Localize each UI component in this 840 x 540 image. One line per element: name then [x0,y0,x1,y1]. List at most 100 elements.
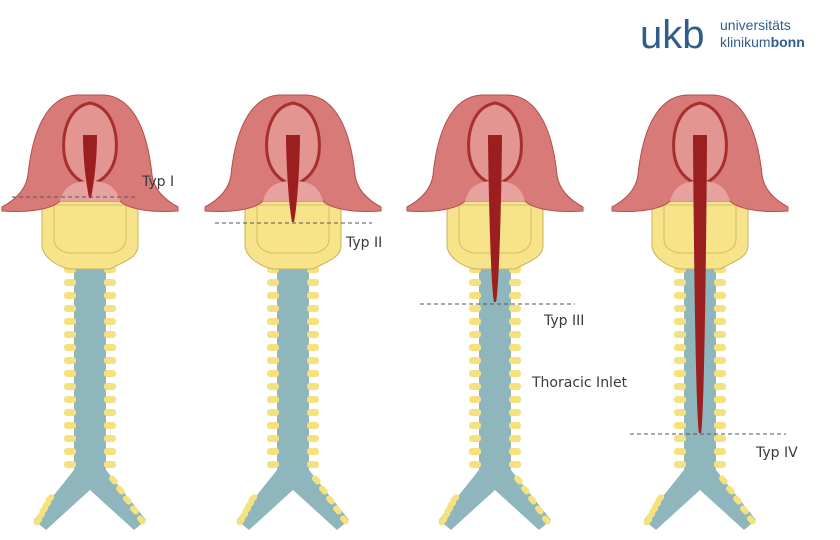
tracheal-ring [469,279,481,286]
tracheal-ring [267,305,279,312]
tracheal-ring [469,344,481,351]
tracheal-ring [64,331,76,338]
tracheal-ring [267,435,279,442]
tracheal-ring [674,370,686,377]
tracheal-ring [307,318,319,325]
tracheal-ring [64,370,76,377]
tracheal-ring [509,318,521,325]
tracheal-ring [104,396,116,403]
tracheal-ring [714,422,726,429]
tracheal-ring [267,292,279,299]
tracheal-ring [104,305,116,312]
logo-line2-bold: bonn [771,34,805,50]
tracheal-ring [307,357,319,364]
tracheal-ring [714,448,726,455]
tracheal-ring [714,409,726,416]
tracheal-ring [714,318,726,325]
tracheal-ring [104,422,116,429]
tracheal-ring [674,448,686,455]
tracheal-ring [64,305,76,312]
tracheal-ring [674,461,686,468]
label-typ-2: Typ II [345,235,382,251]
tracheal-ring [64,383,76,390]
tracheal-ring [674,292,686,299]
tracheal-ring [64,461,76,468]
tracheal-ring [267,318,279,325]
tracheal-ring [674,344,686,351]
tracheal-ring [509,305,521,312]
tracheal-ring [267,383,279,390]
tracheal-ring [64,396,76,403]
tracheal-ring [267,344,279,351]
tracheal-ring [307,383,319,390]
tracheal-ring [307,461,319,468]
tracheal-ring [469,318,481,325]
tracheal-ring [104,383,116,390]
tracheal-ring [674,331,686,338]
tracheal-ring [469,305,481,312]
tracheal-ring [104,461,116,468]
label-typ-4: Typ IV [755,445,798,461]
tracheal-ring [469,435,481,442]
logo-line2: klinikumbonn [720,34,805,50]
tracheal-ring [104,344,116,351]
tracheal-ring [267,448,279,455]
tracheal-ring [714,370,726,377]
tracheal-ring [509,344,521,351]
tracheal-ring [469,461,481,468]
tracheal-ring [674,318,686,325]
tracheal-ring [509,448,521,455]
tracheal-ring [104,279,116,286]
tracheal-ring [104,292,116,299]
logo-mark: ukb [640,13,705,57]
tracheal-ring [307,370,319,377]
tracheal-ring [267,461,279,468]
tracheal-ring [469,292,481,299]
tracheal-ring [714,357,726,364]
label-thoracic-inlet: Thoracic Inlet [531,375,628,391]
tracheal-ring [469,422,481,429]
tracheal-ring [714,292,726,299]
tracheal-ring [267,357,279,364]
airway-figure-2 [205,95,381,530]
tracheal-ring [674,435,686,442]
tracheal-ring [267,279,279,286]
tracheal-ring [267,409,279,416]
tracheal-ring [714,344,726,351]
tracheal-ring [104,357,116,364]
tracheal-ring [104,318,116,325]
tracheal-ring [714,305,726,312]
tracheal-ring [714,279,726,286]
trachea [237,260,349,530]
logo-line2-light: klinikum [720,34,771,50]
tracheal-ring [104,409,116,416]
figure-group [2,95,788,530]
tracheal-ring [674,409,686,416]
tracheal-ring [307,435,319,442]
tracheal-ring [509,396,521,403]
tracheal-ring [469,357,481,364]
tracheal-ring [64,448,76,455]
tracheal-ring [267,370,279,377]
tracheal-ring [307,344,319,351]
tracheal-ring [509,370,521,377]
tracheal-ring [674,383,686,390]
tracheal-ring [509,422,521,429]
tracheal-ring [714,435,726,442]
tracheal-ring [307,396,319,403]
tracheal-ring [714,331,726,338]
tracheal-ring [307,331,319,338]
tracheal-ring [674,422,686,429]
ukb-logo: ukb universitäts klinikumbonn [640,13,805,57]
tracheal-ring [674,279,686,286]
tracheal-ring [104,448,116,455]
tracheal-ring [64,422,76,429]
tracheal-ring [64,435,76,442]
tracheal-ring [469,383,481,390]
tracheal-ring [104,370,116,377]
tracheal-ring [307,279,319,286]
tracheal-ring [714,383,726,390]
tracheal-ring [469,396,481,403]
airway-figure-4 [612,95,788,530]
tracheal-ring [509,292,521,299]
